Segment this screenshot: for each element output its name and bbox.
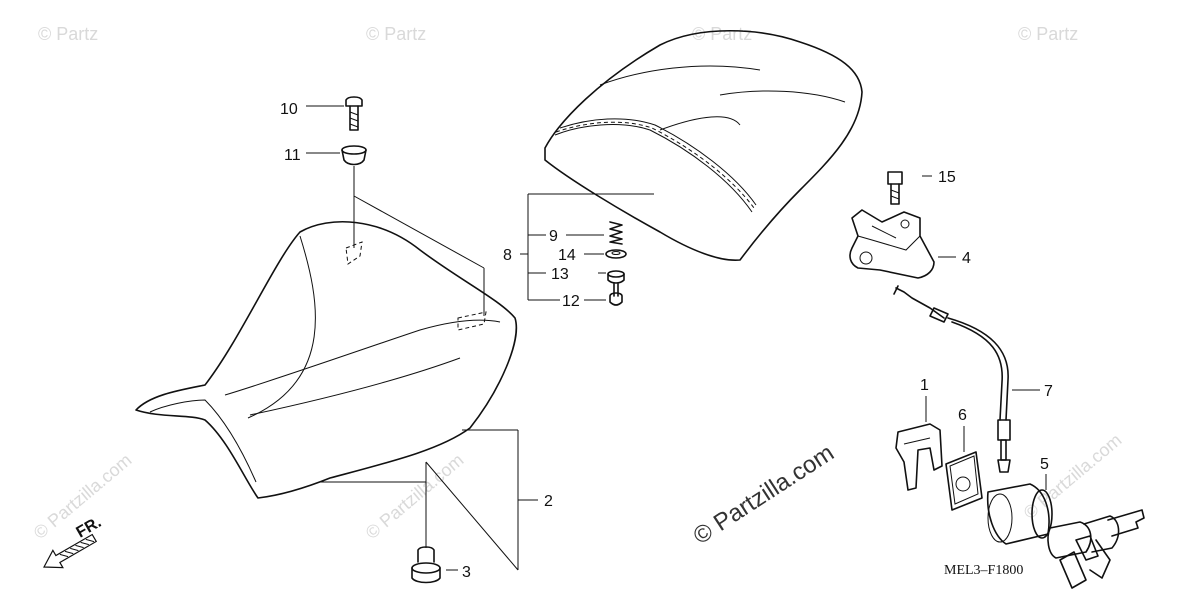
callout-5: 5 bbox=[1040, 456, 1049, 473]
watermark-layer: © Partz © Partz © Partz © Partz © Partzi… bbox=[30, 24, 1126, 543]
pillion-seat-cowl bbox=[544, 30, 863, 261]
callout-7: 7 bbox=[1044, 383, 1053, 400]
callout-labels: 10 11 15 8 9 14 13 12 4 7 1 6 5 2 3 bbox=[280, 101, 1053, 581]
callout-8: 8 bbox=[503, 247, 512, 264]
watermark: © Partz bbox=[692, 24, 752, 44]
callout-12: 12 bbox=[562, 293, 580, 310]
seat-lock-cable bbox=[893, 285, 1011, 473]
callout-13: 13 bbox=[551, 266, 569, 283]
watermark: © Partzilla.com bbox=[362, 450, 468, 543]
watermark: © Partzilla.com bbox=[1020, 430, 1126, 523]
callout-4: 4 bbox=[962, 250, 971, 267]
seat-lock-latch bbox=[849, 209, 935, 279]
watermark: © Partz bbox=[38, 24, 98, 44]
watermark: © Partz bbox=[366, 24, 426, 44]
callout-9: 9 bbox=[549, 228, 558, 245]
callout-2: 2 bbox=[544, 493, 553, 510]
watermark: © Partz bbox=[1018, 24, 1078, 44]
center-watermark: © Partzilla.com bbox=[689, 439, 839, 550]
callout-11: 11 bbox=[284, 147, 301, 164]
figure-code: MEL3–F1800 bbox=[944, 563, 1023, 578]
direction-label: FR. bbox=[74, 514, 105, 542]
fasteners bbox=[341, 96, 903, 584]
key-cylinder-set bbox=[986, 483, 1145, 589]
lock-plate bbox=[945, 451, 983, 511]
rider-seat bbox=[135, 221, 517, 499]
callout-1: 1 bbox=[920, 377, 929, 394]
leader-lines bbox=[306, 105, 1047, 571]
callout-6: 6 bbox=[958, 407, 967, 424]
callout-14: 14 bbox=[558, 247, 576, 264]
callout-3: 3 bbox=[462, 564, 471, 581]
callout-15: 15 bbox=[938, 169, 956, 186]
key-cylinder-bracket bbox=[895, 423, 943, 491]
callout-10: 10 bbox=[280, 101, 298, 118]
